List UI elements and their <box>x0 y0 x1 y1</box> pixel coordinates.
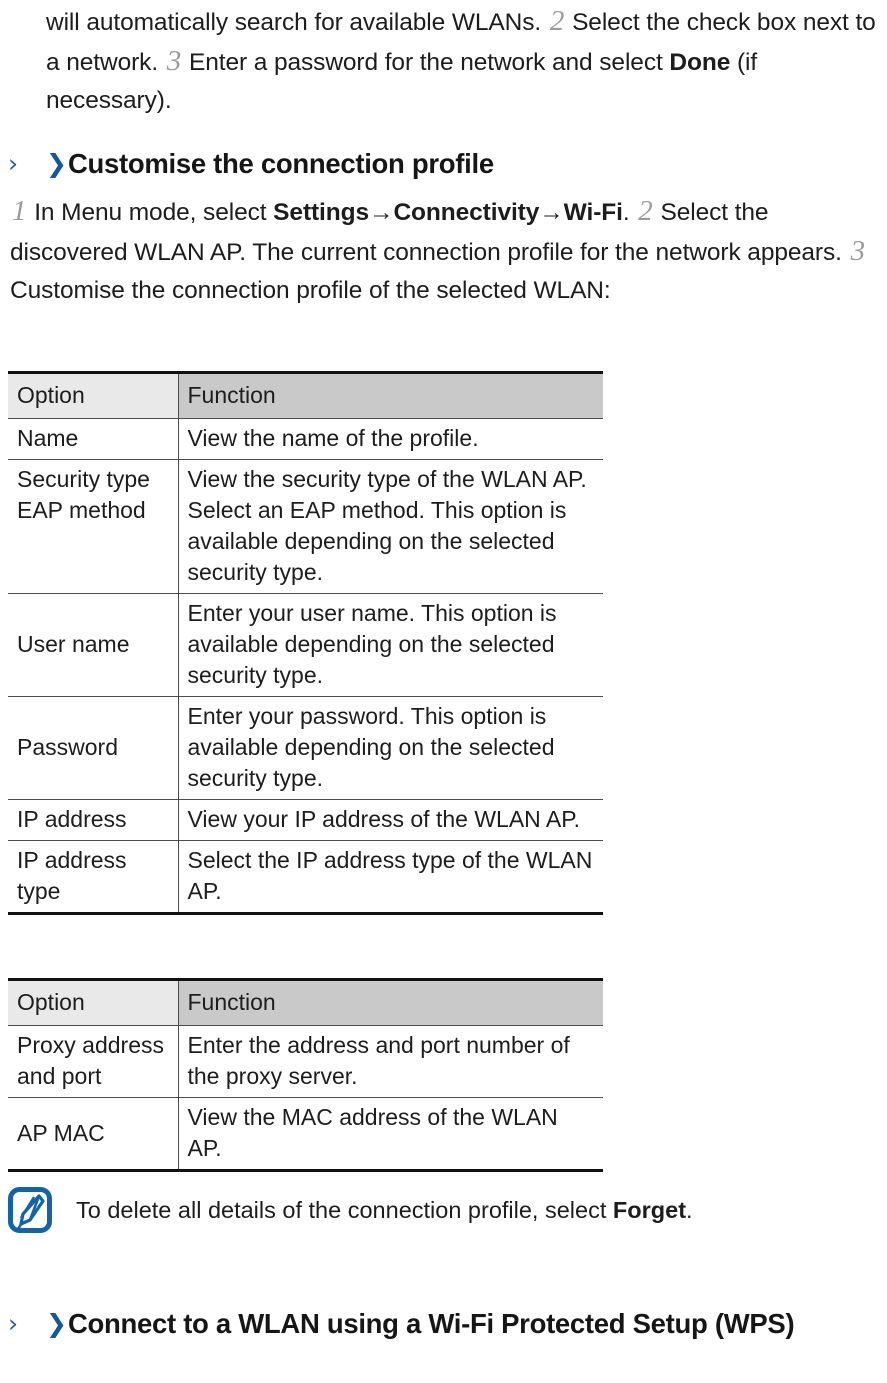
menu-arrow-1-icon: → <box>369 199 394 226</box>
intro-paragraph: will automatically search for available … <box>46 2 882 120</box>
step-number-2: 2 <box>549 5 565 37</box>
table-header-row: Option Function <box>8 371 603 419</box>
intro-step3-text-before: Enter a password for the network and sel… <box>188 49 663 76</box>
table2-header-function: Function <box>178 978 603 1026</box>
menu-arrow-2-icon: → <box>539 199 564 226</box>
step1-text-before: In Menu mode, select <box>34 199 267 226</box>
table2-row1-option: AP MAC <box>8 1097 179 1172</box>
step-number-2b: 2 <box>638 195 653 227</box>
note-callout: To delete all details of the connection … <box>8 1187 868 1233</box>
table1-row1-option: Security type EAP method <box>8 459 179 594</box>
table1-row5-function: Select the IP address type of the WLAN A… <box>178 840 603 915</box>
table1-row0-option: Name <box>8 418 179 460</box>
section-heading-wps: › ❯ Connect to a WLAN using a Wi-Fi Prot… <box>8 1306 886 1342</box>
table1-row0-function: View the name of the profile. <box>178 418 603 460</box>
menu-path-wifi: Wi-Fi <box>563 199 623 226</box>
table1-row5-option: IP address type <box>8 840 179 915</box>
section-heading-customise: › ❯ Customise the connection profile <box>8 146 878 182</box>
intro-lead-text: will automatically search for available … <box>46 9 542 36</box>
table1-header-function: Function <box>178 371 603 419</box>
note-pen-icon <box>8 1187 52 1233</box>
menu-path-settings: Settings <box>273 199 370 226</box>
intro-step2-text: Select the check box next to a network. <box>46 9 876 76</box>
table-row: AP MAC View the MAC address of the WLAN … <box>8 1097 603 1172</box>
connection-profile-options-table-1: Option Function Name View the name of th… <box>8 371 603 915</box>
step-number-3b: 3 <box>850 235 866 267</box>
done-label: Done <box>669 49 731 76</box>
step-number-1: 1 <box>12 195 27 227</box>
chevron-right-inner-icon: ❯ <box>46 149 67 178</box>
chevron-right-outer-icon: › <box>8 149 18 178</box>
chevron-right-outer-icon: › <box>8 1309 18 1338</box>
table-row: IP address type Select the IP address ty… <box>8 840 603 915</box>
table-row: User name Enter your user name. This opt… <box>8 593 603 697</box>
table1-row3-option: Password <box>8 696 179 800</box>
table1-row3-function: Enter your password. This option is avai… <box>178 696 603 800</box>
table1-row4-option: IP address <box>8 799 179 841</box>
step-number-3: 3 <box>166 45 182 77</box>
menu-path-connectivity: Connectivity <box>393 199 540 226</box>
note-text-after: . <box>686 1197 693 1223</box>
table2-header-option: Option <box>8 978 179 1026</box>
note-text-before: To delete all details of the connection … <box>76 1197 607 1223</box>
section-heading-wps-text: Connect to a WLAN using a Wi-Fi Protecte… <box>67 1308 795 1339</box>
table-row: Proxy address and port Enter the address… <box>8 1025 603 1098</box>
table1-row2-option: User name <box>8 593 179 697</box>
table-header-row: Option Function <box>8 978 603 1026</box>
table2-row1-function: View the MAC address of the WLAN AP. <box>178 1097 603 1172</box>
section-heading-customise-text: Customise the connection profile <box>67 148 494 179</box>
chevron-right-inner-icon: ❯ <box>46 1309 67 1338</box>
table-row: Password Enter your password. This optio… <box>8 696 603 800</box>
note-text: To delete all details of the connection … <box>76 1194 693 1226</box>
connection-profile-options-table-2: Option Function Proxy address and port E… <box>8 978 603 1172</box>
table-row: Name View the name of the profile. <box>8 418 603 460</box>
table1-row1-function: View the security type of the WLAN AP. S… <box>178 459 603 594</box>
step3-text: Customise the connection profile of the … <box>10 277 611 304</box>
table2-row0-option: Proxy address and port <box>8 1025 179 1098</box>
table1-header-option: Option <box>8 371 179 419</box>
intro-step3-text-after: (if necessary). <box>46 49 758 114</box>
table-row: Security type EAP method View the securi… <box>8 459 603 594</box>
step2-text: Select the discovered WLAN AP. The curre… <box>10 199 842 266</box>
table2-row0-function: Enter the address and port number of the… <box>178 1025 603 1098</box>
note-forget-label: Forget <box>612 1197 687 1223</box>
step1-text-after: . <box>622 199 630 226</box>
steps-paragraph: 1 In Menu mode, select Settings→Connecti… <box>10 192 874 310</box>
table1-row4-function: View your IP address of the WLAN AP. <box>178 799 603 841</box>
table1-row2-function: Enter your user name. This option is ava… <box>178 593 603 697</box>
table-row: IP address View your IP address of the W… <box>8 799 603 841</box>
